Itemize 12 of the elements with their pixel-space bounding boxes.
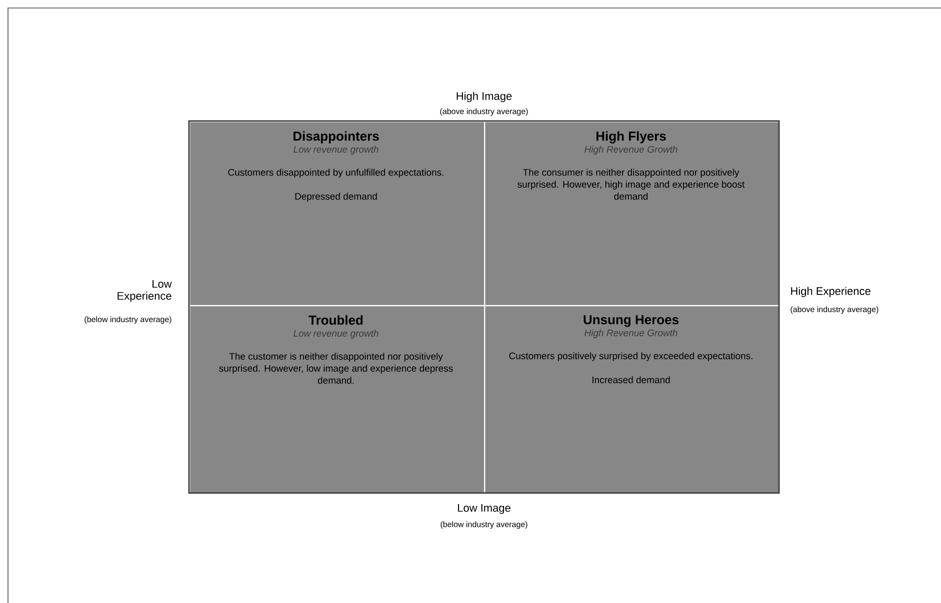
axis-note: (above industry average) bbox=[790, 306, 878, 314]
quadrant-box: Unsung Heroes High Revenue Growth Customers positively surprised by exceeded expectations. Increased demand bbox=[484, 305, 780, 494]
axis-label: High Experience bbox=[791, 286, 870, 298]
axis-label: Low Image bbox=[458, 504, 510, 514]
axis-note: (above industry average) bbox=[440, 108, 528, 116]
quadrant-box: Troubled Low revenue growth The customer is neither disappointed nor positively surprised. However, low image and experience depress demand. bbox=[189, 305, 486, 494]
axis-label: High Image bbox=[456, 92, 512, 102]
quadrant-box: Disappointers Low revenue growth Customers disappointed by unfulfilled expectations. Depressed demand bbox=[189, 121, 486, 306]
axis-label: Low Experience bbox=[118, 280, 172, 302]
axis-note: (below industry average) bbox=[84, 316, 172, 324]
quadrant-box: High Flyers High Revenue Growth The consumer is neither disappointed nor positively surprised. However, high image and experience boost demand bbox=[484, 121, 780, 306]
axis-note: (below industry average) bbox=[440, 521, 528, 529]
